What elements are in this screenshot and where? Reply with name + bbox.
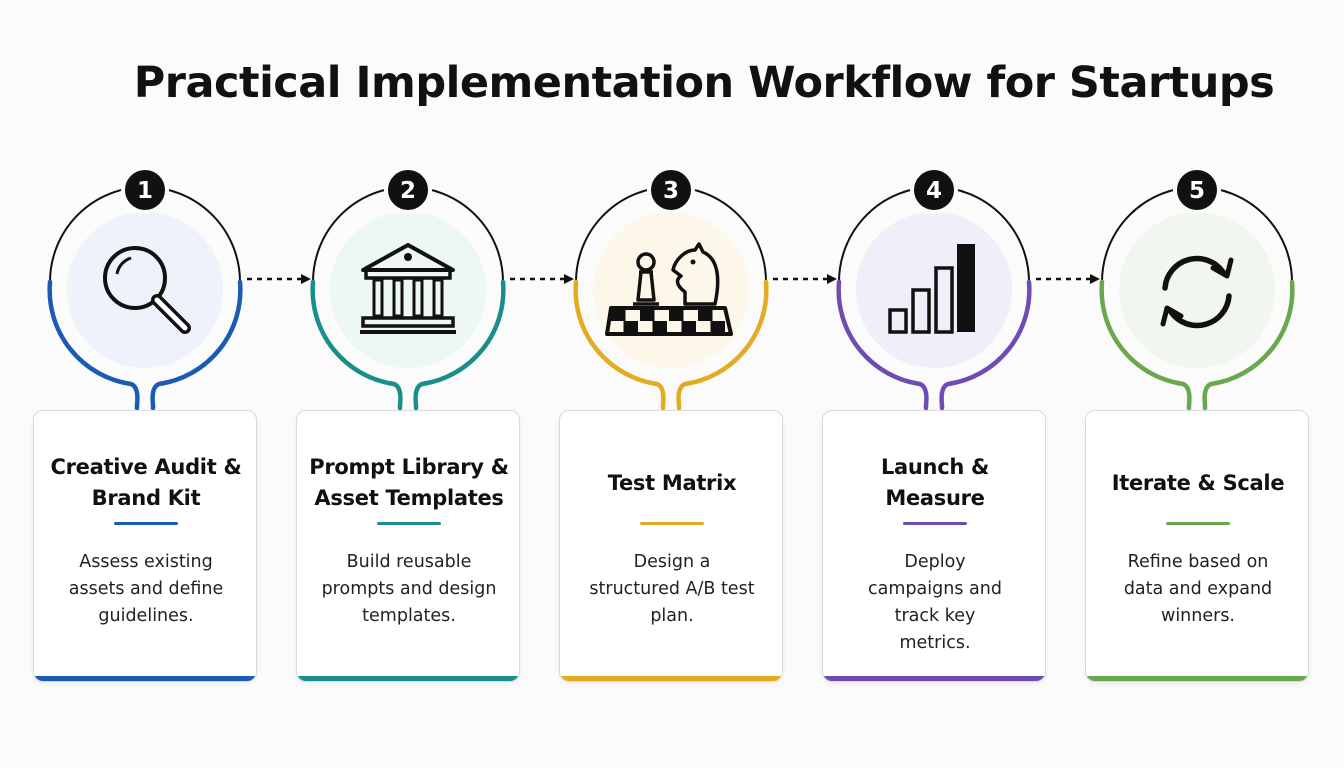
step-description: Deploy campaigns and track key metrics. (868, 552, 1002, 653)
step-accent-arc-left (836, 279, 929, 411)
step-accent-bar (34, 676, 256, 681)
bar-chart-icon (888, 244, 975, 334)
refresh-cycle-icon (1160, 255, 1234, 329)
step-node-4: 4 (836, 166, 1032, 411)
step-node-3: 3 (573, 166, 769, 411)
step-title: Iterate & Scale (1111, 470, 1285, 495)
step-number-badge (910, 166, 958, 214)
step-title: Launch & Measure (880, 455, 990, 510)
step-circle-fill (593, 212, 749, 368)
step-accent-bar (297, 676, 519, 681)
step-accent-arc-left (1099, 279, 1192, 411)
step-description: Design a structured A/B test plan. (589, 552, 755, 626)
step-accent-arc-right (939, 279, 1032, 411)
step-card-4: Launch & Measure Deploy campaigns and tr… (822, 410, 1046, 682)
step-accent-arc-left (573, 279, 666, 411)
page-title: Practical Implementation Workflow for St… (133, 58, 1275, 108)
step-number: 4 (926, 178, 942, 204)
step-number-badge (1173, 166, 1221, 214)
step-divider (903, 522, 967, 525)
step-accent-bar (1086, 676, 1308, 681)
step-node-2: 2 (310, 166, 506, 411)
step-title: Test Matrix (607, 470, 737, 495)
step-number-badge (121, 166, 169, 214)
chess-icon (605, 242, 733, 336)
step-circle-fill (67, 212, 223, 368)
library-building-icon (360, 243, 456, 334)
step-number-badge (647, 166, 695, 214)
step-accent-arc-left (310, 279, 403, 411)
step-title: Prompt Library & Asset Templates (309, 455, 509, 510)
step-number: 5 (1189, 178, 1205, 204)
step-divider (377, 522, 441, 525)
step-card-3: Test Matrix Design a structured A/B test… (559, 410, 783, 682)
step-divider (640, 522, 704, 525)
step-number: 1 (137, 178, 153, 204)
step-number: 3 (663, 178, 679, 204)
magnifying-glass-icon (103, 246, 191, 334)
step-node-5: 5 (1099, 166, 1295, 411)
step-title: Creative Audit & Brand Kit (50, 455, 242, 510)
step-circle-fill (1119, 212, 1275, 368)
step-number-badge (384, 166, 432, 214)
step-circle-fill (856, 212, 1012, 368)
step-accent-arc-right (676, 279, 769, 411)
step-divider (114, 522, 178, 525)
step-accent-bar (823, 676, 1045, 681)
step-number: 2 (400, 178, 416, 204)
step-card-2: Prompt Library & Asset Templates Build r… (296, 410, 520, 682)
step-description: Refine based on data and expand winners. (1123, 552, 1273, 626)
step-accent-bar (560, 676, 782, 681)
step-accent-arc-right (150, 279, 243, 411)
step-node-1: 1 (47, 166, 243, 411)
step-accent-arc-right (413, 279, 506, 411)
step-description: Build reusable prompts and design templa… (321, 552, 497, 626)
step-card-5: Iterate & Scale Refine based on data and… (1085, 410, 1309, 682)
step-accent-arc-left (47, 279, 140, 411)
step-circle-fill (330, 212, 486, 368)
step-divider (1166, 522, 1230, 525)
step-accent-arc-right (1202, 279, 1295, 411)
step-description: Assess existing assets and define guidel… (68, 552, 224, 626)
step-card-1: Creative Audit & Brand Kit Assess existi… (33, 410, 257, 682)
